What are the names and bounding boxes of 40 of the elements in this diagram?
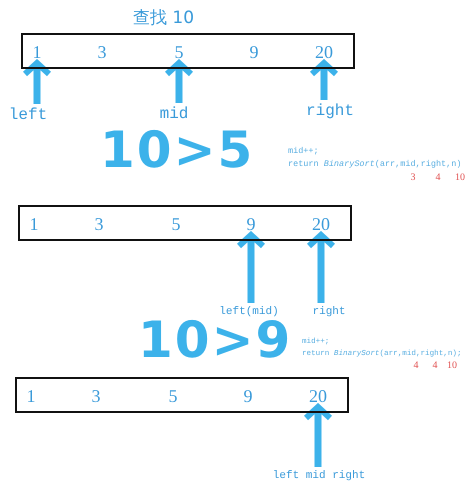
array-element: 1 [26, 386, 36, 406]
array-element: 5 [174, 42, 184, 62]
arrow [22, 60, 52, 104]
array-element: 9 [250, 42, 258, 62]
array-box [21, 33, 355, 69]
code-line: mid++; [288, 145, 319, 157]
index-number: 4 [414, 360, 418, 372]
comparison-text: 10>5 [100, 124, 254, 176]
arrow [309, 60, 339, 100]
array-element: 3 [98, 42, 106, 62]
pointer-label: left mid right [272, 470, 366, 482]
array-element: 1 [30, 214, 38, 234]
pointer-label: left [8, 107, 48, 125]
title: 查找 10 [133, 7, 194, 29]
array-element: 20 [309, 386, 327, 406]
array-element: 9 [246, 214, 256, 234]
pointer-label: mid [160, 106, 188, 124]
index-number: 10 [447, 360, 457, 372]
array-element: 1 [32, 42, 42, 62]
array-element: 20 [315, 42, 333, 62]
array-box [15, 377, 349, 413]
index-number: 10 [455, 172, 465, 184]
arrow [303, 404, 333, 467]
array-element: 3 [94, 214, 104, 234]
array-element: 3 [92, 386, 100, 406]
pointer-label: left(mid) [219, 306, 279, 318]
array-element: 5 [168, 386, 178, 406]
index-number: 4 [432, 360, 438, 372]
arrow [164, 60, 194, 103]
code-line: return BinarySort(arr,mid,right,n) [288, 158, 462, 170]
array-element: 20 [312, 214, 330, 234]
pointer-label: right [306, 103, 354, 121]
index-number: 3 [410, 172, 416, 184]
array-box [18, 205, 352, 241]
array-element: 5 [172, 214, 180, 234]
arrow [236, 232, 266, 303]
pointer-label: right [312, 306, 346, 318]
index-number: 4 [436, 172, 440, 184]
arrow [306, 232, 336, 303]
array-element: 9 [244, 386, 252, 406]
